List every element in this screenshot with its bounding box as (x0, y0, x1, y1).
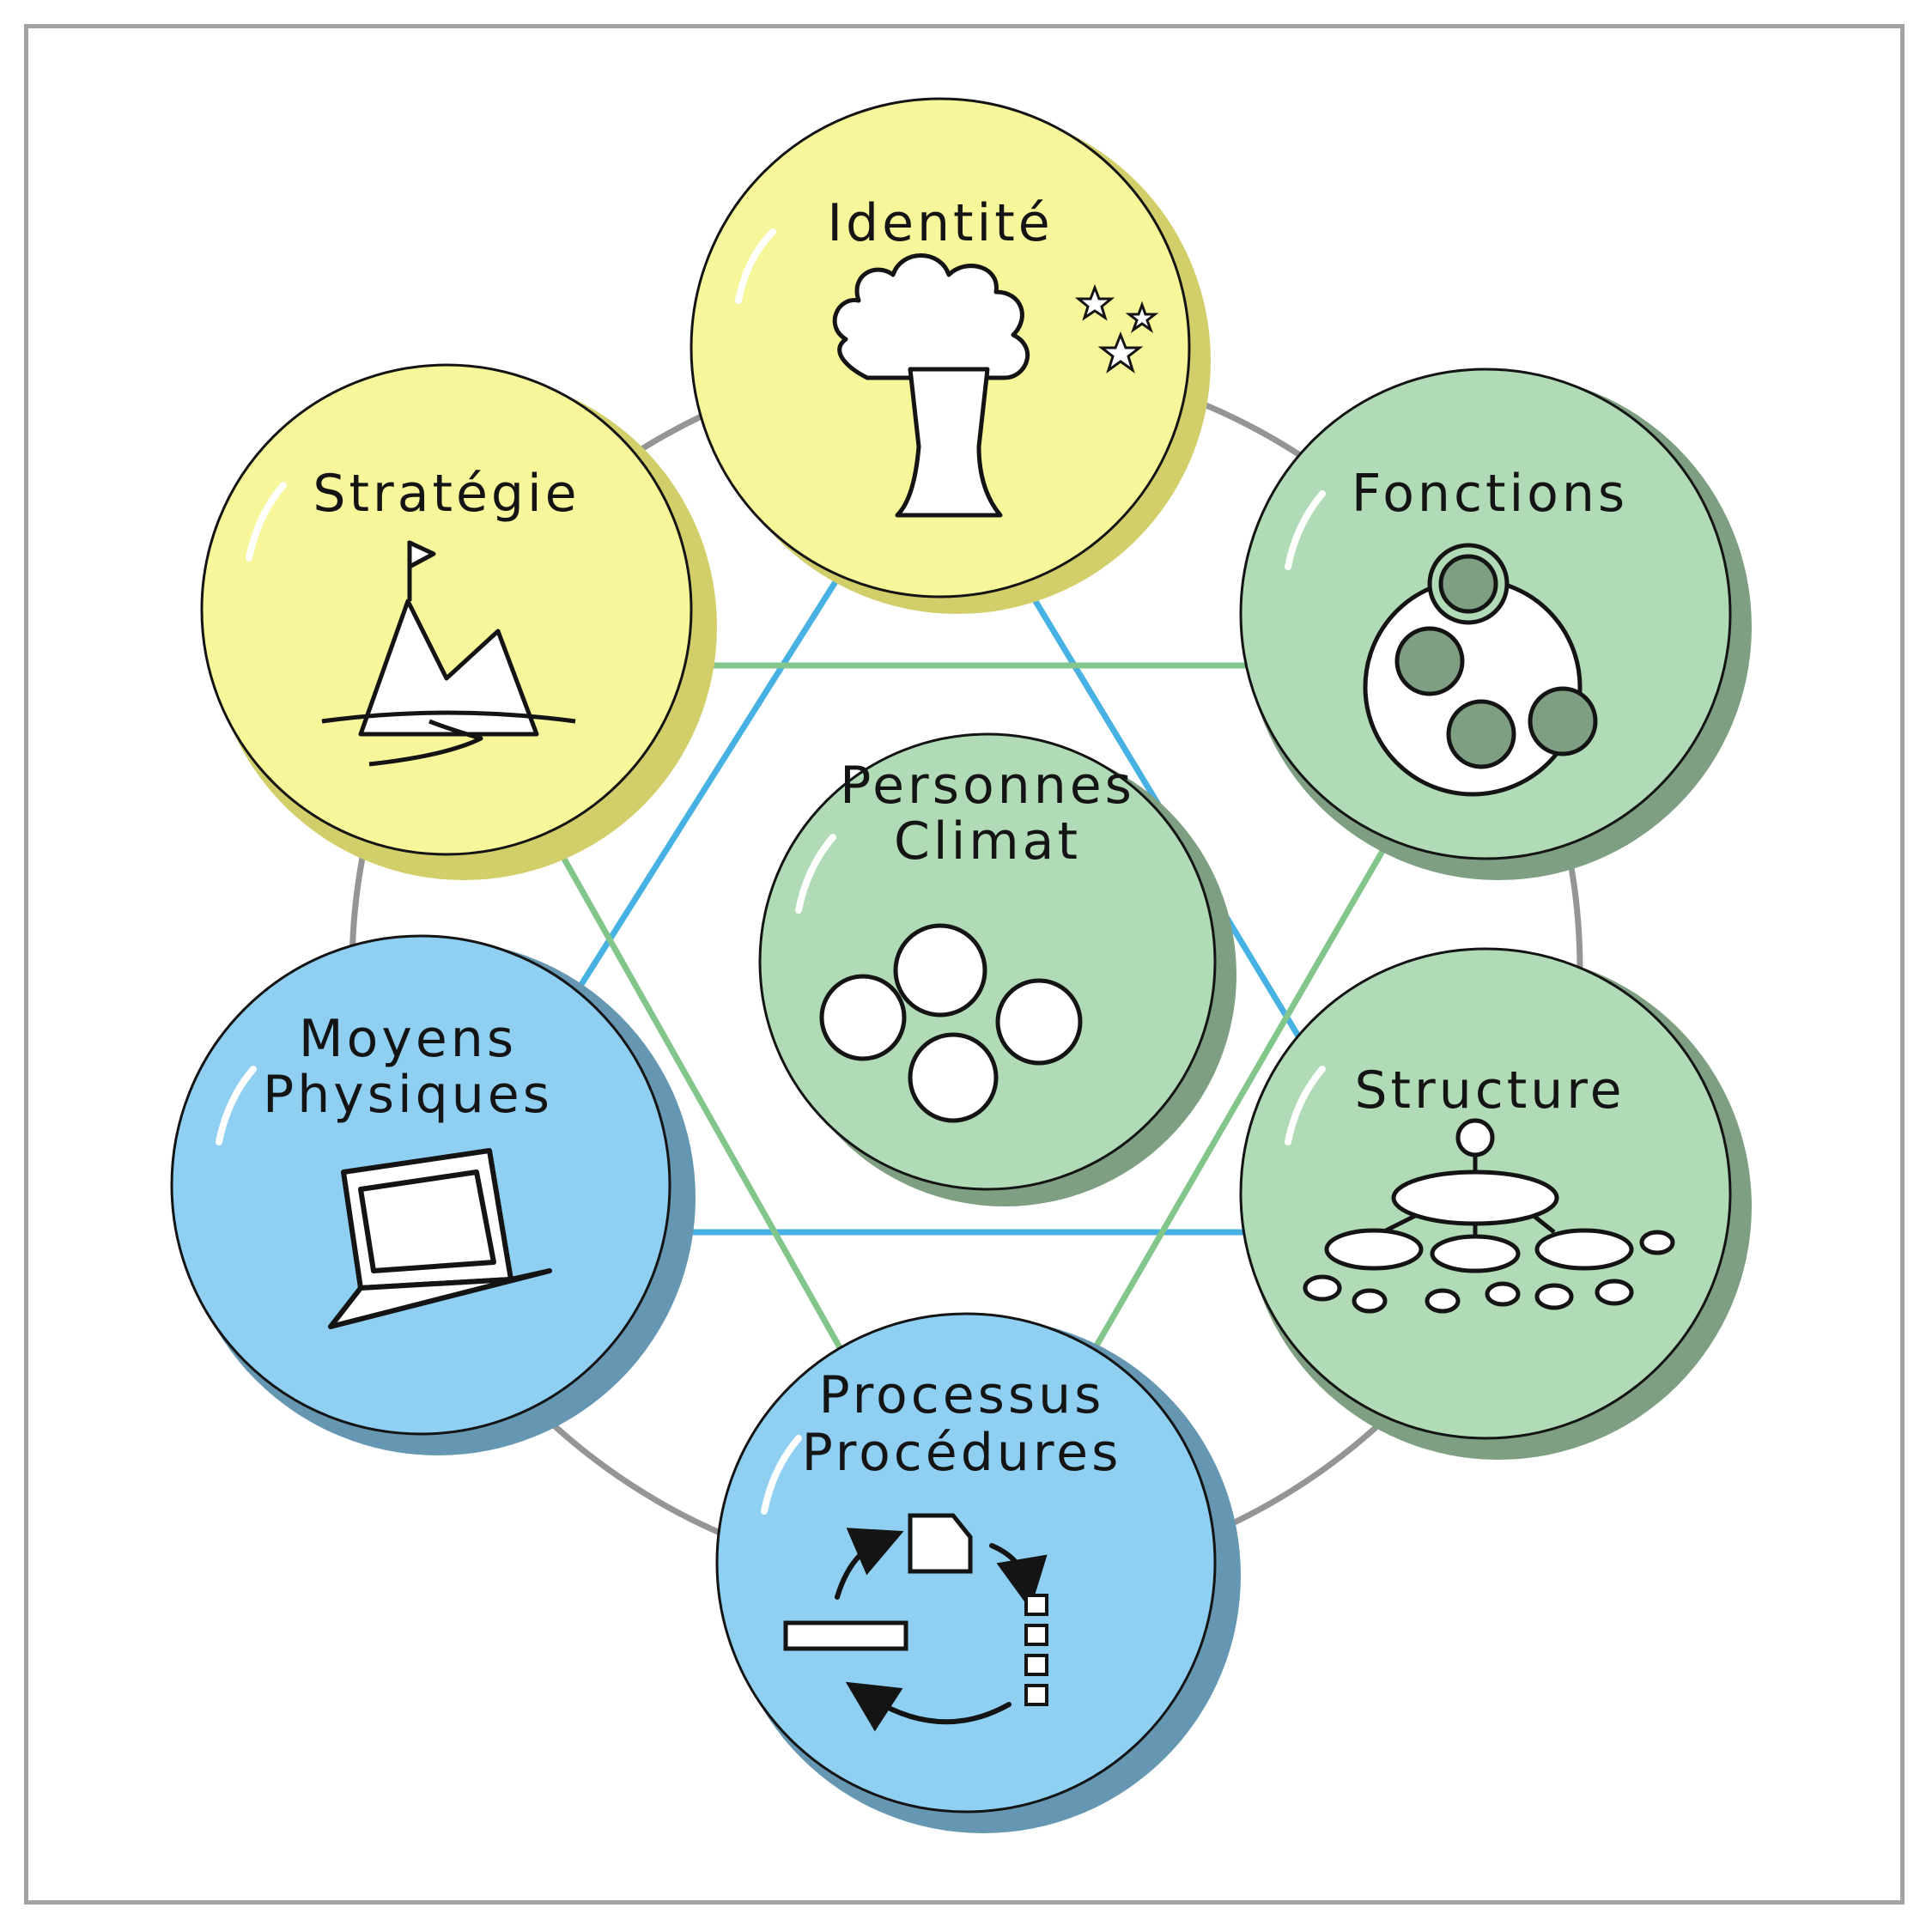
stars-icon (1074, 283, 1159, 374)
node-label: Structure (1354, 1060, 1625, 1121)
node-fonctions: Fonctions (1239, 368, 1752, 880)
node-strategie: Stratégie (200, 363, 717, 880)
node-label: Identité (827, 193, 1053, 253)
bubble-shine (735, 228, 776, 304)
node-identite: Identité (690, 97, 1211, 614)
bubble-shine (246, 482, 287, 562)
node-label-line1: Personnes (840, 756, 1135, 816)
tree-icon (832, 253, 1030, 518)
bubble-shine (1285, 490, 1326, 570)
node-label-line2: Climat (894, 811, 1081, 872)
node-label-line1: Moyens (299, 1009, 517, 1069)
mountain-flag-icon (321, 540, 576, 767)
process-cycle-icon (783, 1513, 1048, 1732)
node-bubble (758, 732, 1217, 1191)
org-structure-icon (1303, 1118, 1675, 1314)
bubble-shine (1285, 1066, 1326, 1145)
node-moyens: Moyens Physiques (170, 934, 696, 1455)
node-processus: Processus Procédures (715, 1312, 1241, 1833)
node-label: Stratégie (313, 464, 580, 524)
laptop-icon (328, 1148, 552, 1329)
node-structure: Structure (1239, 947, 1752, 1460)
node-label: Fonctions (1352, 464, 1628, 524)
node-label-line2: Physiques (263, 1065, 553, 1125)
bubble-shine (761, 1435, 802, 1515)
node-bubble (200, 363, 693, 856)
node-personnes: Personnes Climat (758, 732, 1236, 1206)
node-label-line1: Processus (819, 1365, 1105, 1425)
node-label-line2: Procédures (802, 1423, 1122, 1483)
bubble-shine (216, 1066, 257, 1145)
green-triangle (452, 662, 1493, 1575)
faces-icon (819, 923, 1083, 1123)
people-circles-icon (1363, 543, 1598, 797)
bubble-shine (795, 834, 836, 914)
